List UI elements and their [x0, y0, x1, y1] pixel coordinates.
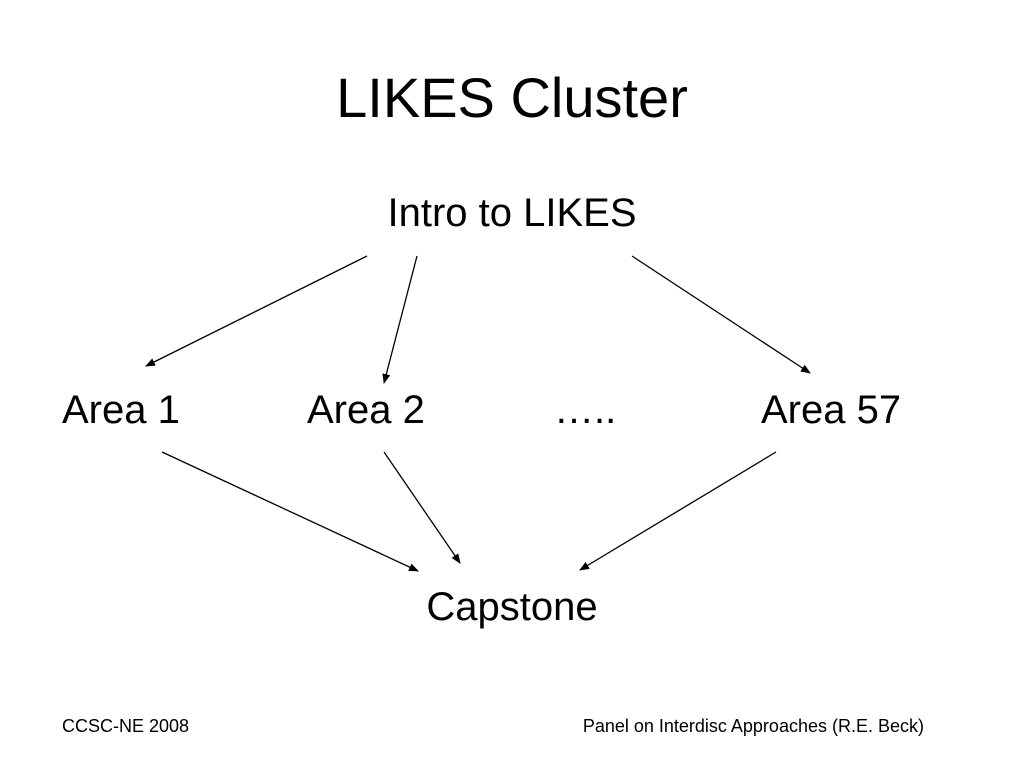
- slide-title: LIKES Cluster: [336, 66, 688, 129]
- arrow-intro-to-area-1: [145, 255, 368, 367]
- node-capstone: Capstone: [426, 585, 598, 629]
- arrow-area-1-to-capstone: [161, 451, 419, 572]
- footer-conference: CCSC-NE 2008: [62, 716, 190, 736]
- node-area-1: Area 1: [62, 388, 180, 432]
- arrow-intro-to-area-57: [631, 255, 811, 374]
- node-area-57: Area 57: [761, 388, 902, 432]
- footer-panel: Panel on Interdisc Approaches (R.E. Beck…: [582, 716, 924, 736]
- node-intro-to-likes: Intro to LIKES: [387, 191, 637, 235]
- arrow-area-2-to-capstone: [383, 451, 461, 564]
- node-ellipsis: …..: [554, 388, 617, 432]
- node-area-2: Area 2: [307, 388, 425, 432]
- arrow-area-57-to-capstone: [579, 451, 777, 571]
- arrow-intro-to-area-2: [382, 255, 418, 384]
